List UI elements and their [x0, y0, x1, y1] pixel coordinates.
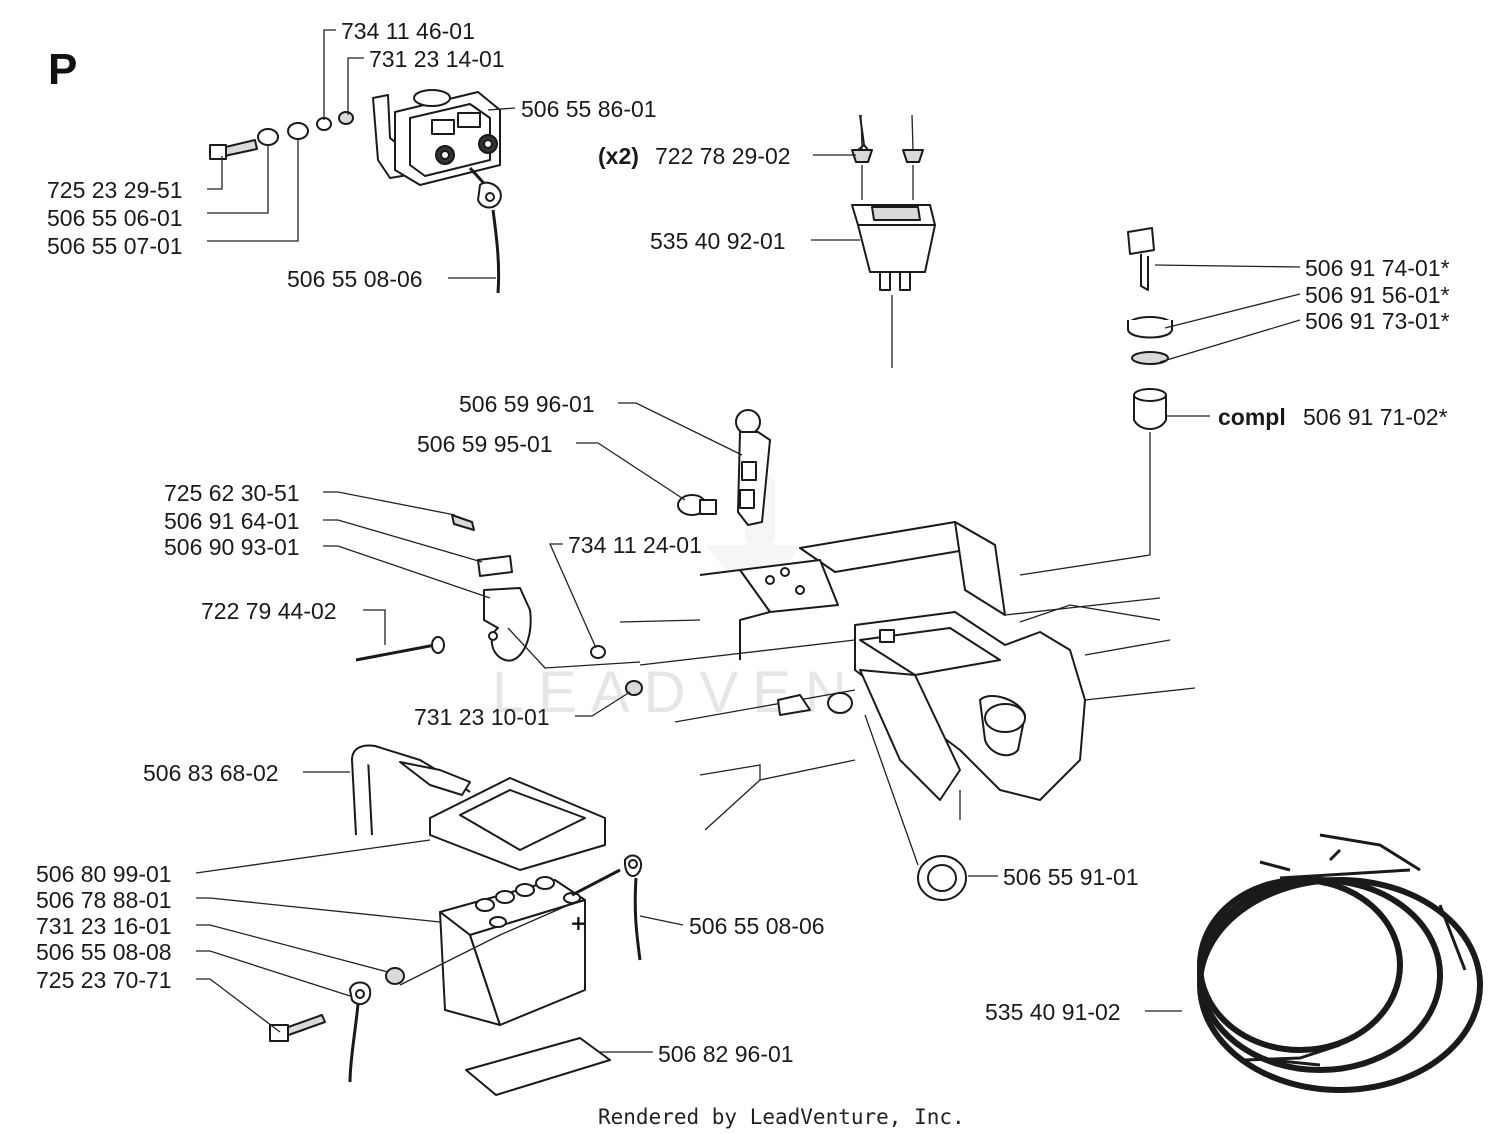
- part-label: 731 23 10-01: [414, 704, 550, 730]
- ignition-switch-assembly: [1019, 227, 1173, 576]
- part-label: 506 55 08-06: [287, 266, 423, 292]
- battery-assembly: +: [269, 744, 643, 1096]
- part-label: 506 83 68-02: [143, 760, 279, 786]
- solenoid-assembly: [209, 89, 502, 294]
- section-letter: P: [48, 45, 77, 94]
- part-label: 725 23 29-51: [47, 177, 183, 203]
- part-label: 725 23 70-71: [36, 967, 172, 993]
- part-label: 734 11 46-01: [341, 18, 475, 44]
- part-label: 506 55 86-01: [521, 96, 657, 122]
- part-label: 506 91 64-01: [164, 508, 300, 534]
- leader-lines: [195, 29, 1301, 1053]
- part-label: 506 91 73-01*: [1305, 308, 1450, 334]
- part-label: 506 82 96-01: [658, 1041, 794, 1067]
- part-label-compl: compl: [1218, 404, 1286, 430]
- part-label: 506 91 71-02*: [1303, 404, 1448, 430]
- wiring-harness: [1197, 833, 1483, 1093]
- part-label: 506 55 08-08: [36, 939, 172, 965]
- part-label: 731 23 16-01: [36, 913, 172, 939]
- switch-clip-assembly: [355, 514, 643, 696]
- part-label: 506 55 07-01: [47, 233, 183, 259]
- part-label-qty: (x2): [598, 143, 639, 169]
- part-label: 506 91 56-01*: [1305, 282, 1450, 308]
- fuse-holder-assembly: [851, 114, 936, 368]
- part-label: 506 78 88-01: [36, 887, 172, 913]
- part-label: 731 23 14-01: [369, 46, 505, 72]
- part-label: 506 90 93-01: [164, 534, 300, 560]
- part-label: 506 55 06-01: [47, 205, 183, 231]
- part-label: 722 78 29-02: [655, 143, 791, 169]
- part-label: 535 40 92-01: [650, 228, 786, 254]
- plus-terminal-icon: +: [570, 911, 587, 935]
- chassis-frame: [619, 521, 1196, 831]
- part-label: 506 55 91-01: [1003, 864, 1139, 890]
- part-label: 734 11 24-01: [568, 532, 702, 558]
- part-label: 722 79 44-02: [201, 598, 337, 624]
- part-label: 535 40 91-02: [985, 999, 1121, 1025]
- part-label: 506 59 95-01: [417, 431, 553, 457]
- part-labels: 734 11 46-01 731 23 14-01 506 55 86-01 7…: [36, 18, 1450, 1067]
- footer-credit: Rendered by LeadVenture, Inc.: [598, 1105, 965, 1129]
- lever-assembly: [677, 409, 771, 526]
- part-label: 506 80 99-01: [36, 861, 172, 887]
- part-label: 506 59 96-01: [459, 391, 595, 417]
- part-label: 506 55 08-06: [689, 913, 825, 939]
- part-label: 506 91 74-01*: [1305, 255, 1450, 281]
- grommet-part: [917, 855, 967, 901]
- part-label: 725 62 30-51: [164, 480, 300, 506]
